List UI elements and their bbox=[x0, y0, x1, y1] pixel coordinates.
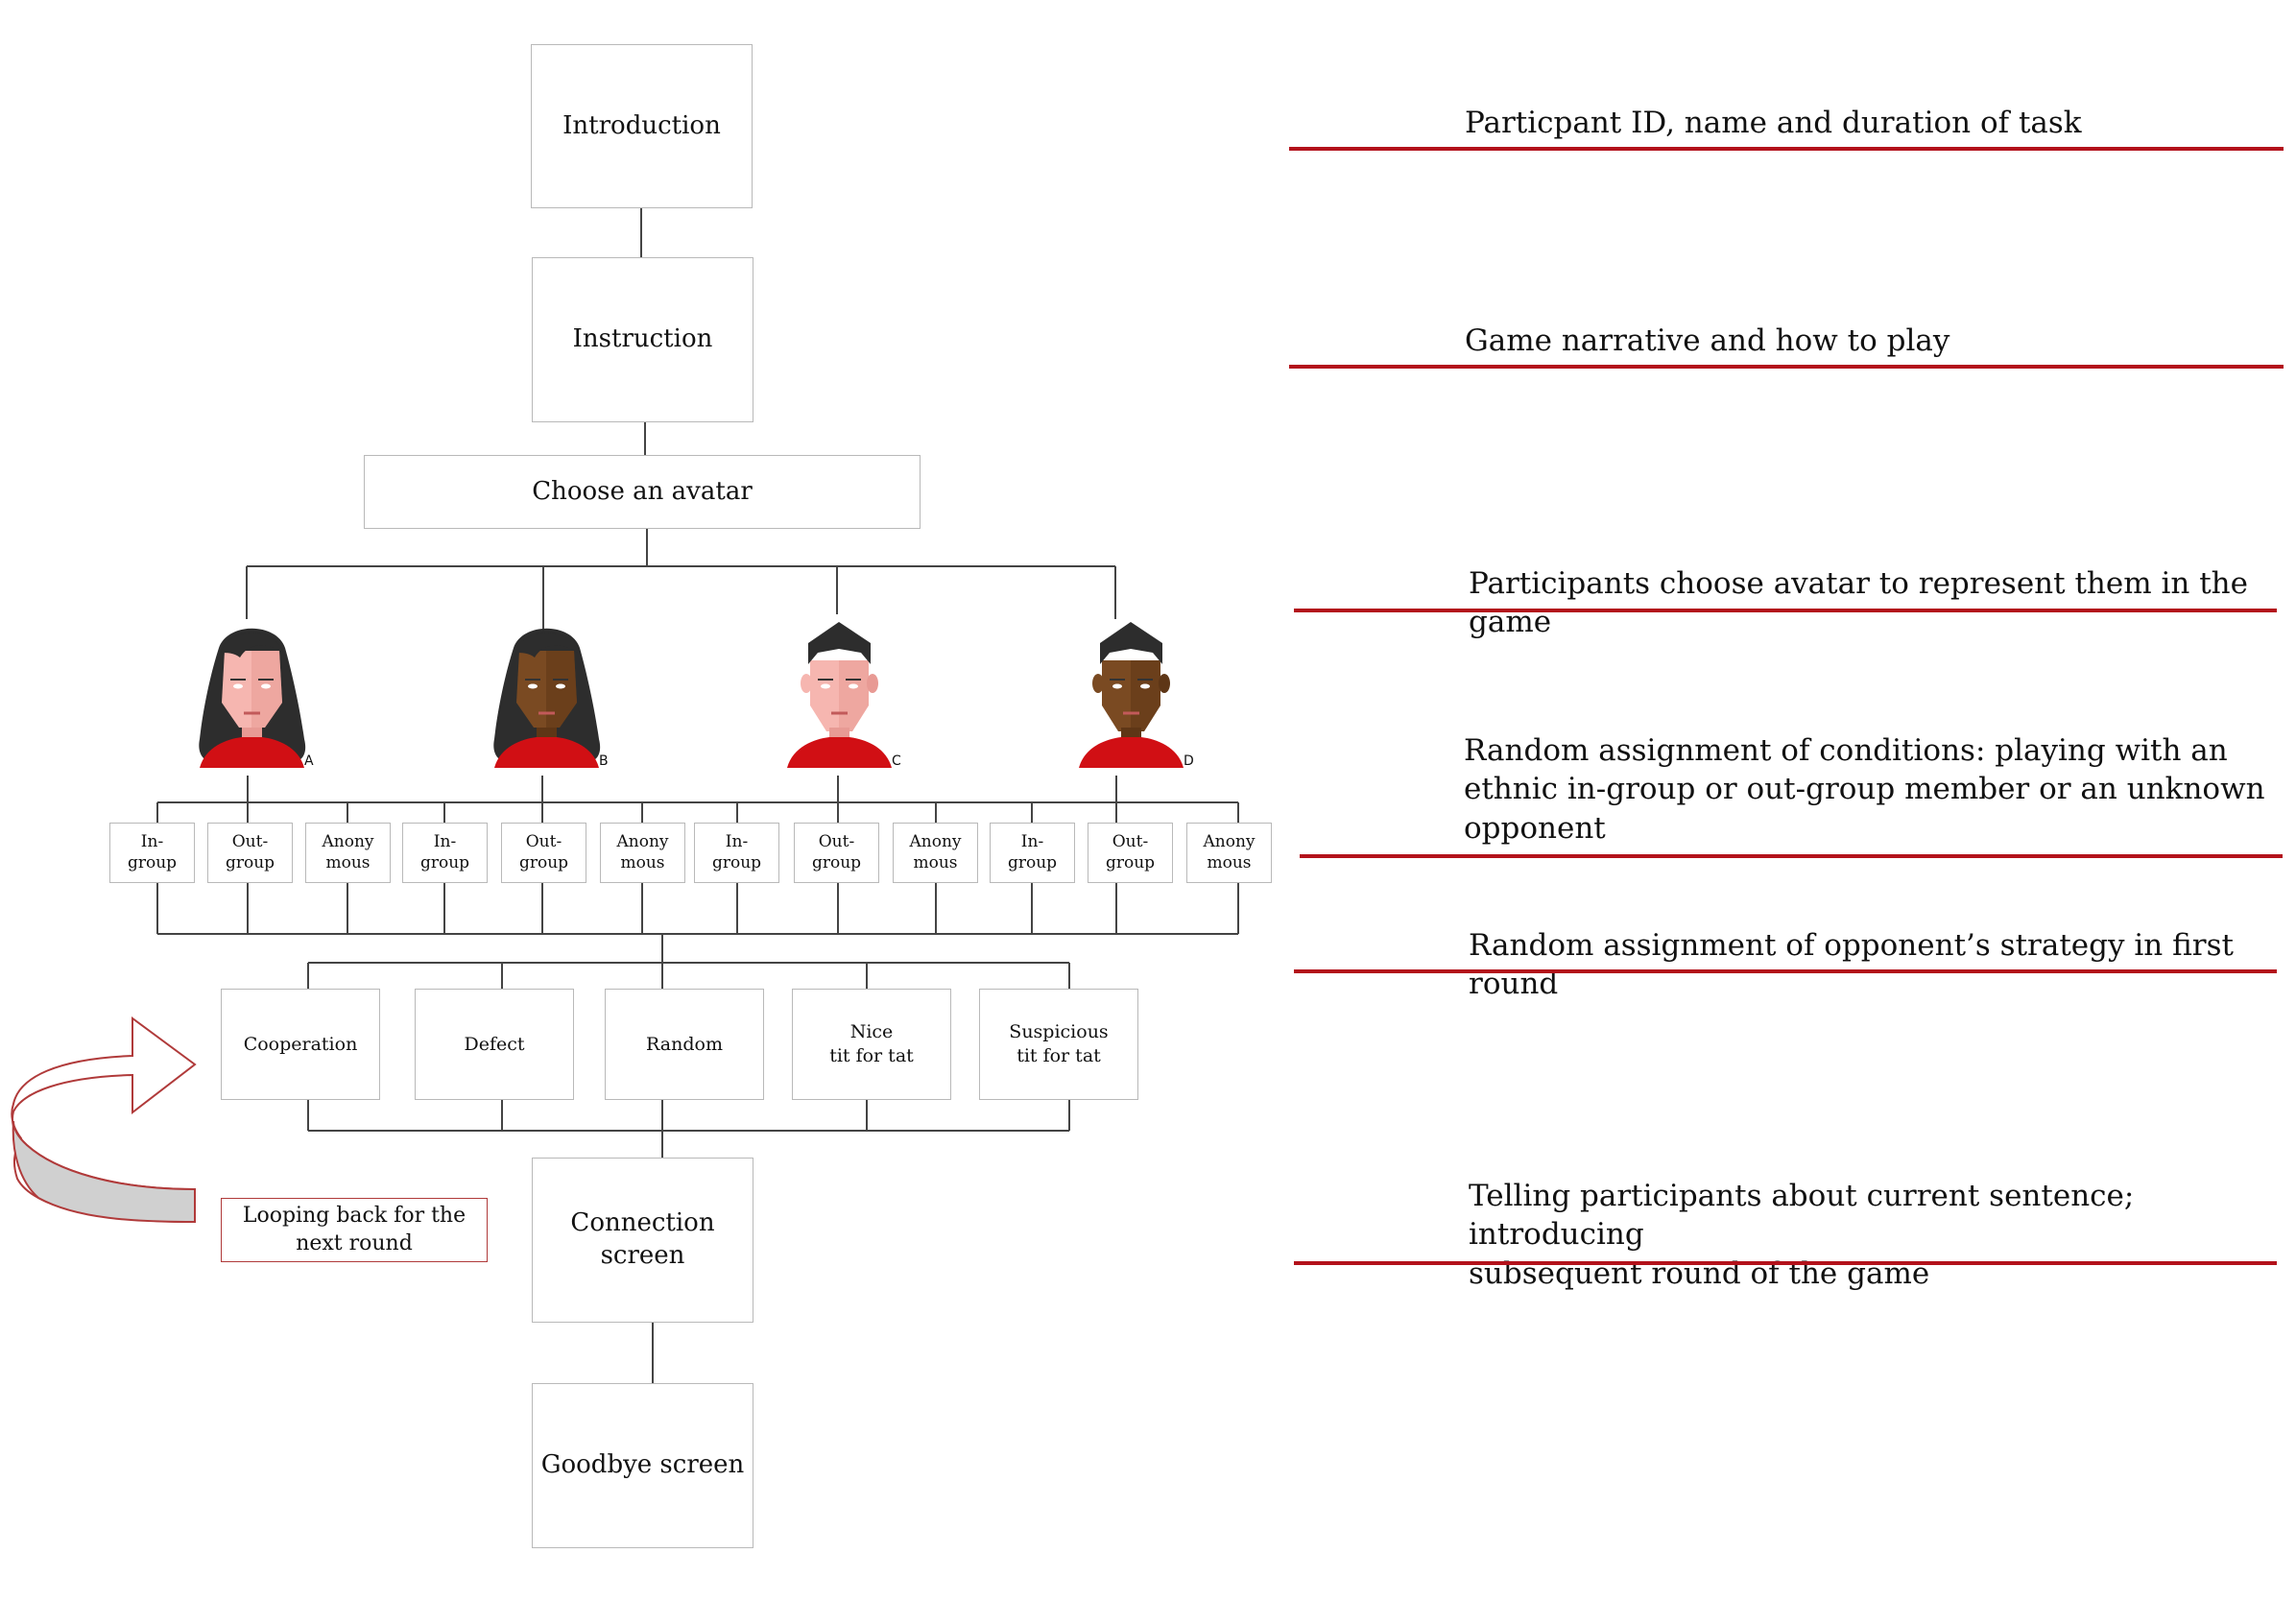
strategy-box: Cooperation bbox=[221, 989, 380, 1100]
avatar-letter: A bbox=[304, 753, 314, 769]
divider-rule bbox=[1300, 854, 2283, 858]
condition-label: Anony mous bbox=[616, 832, 669, 872]
divider-rule bbox=[1289, 365, 2284, 369]
divider-rule bbox=[1294, 609, 2277, 612]
instruction-label: Instruction bbox=[572, 324, 713, 354]
introduction-box: Introduction bbox=[531, 44, 753, 208]
connection-screen-box: Connection screen bbox=[532, 1158, 753, 1323]
choose-avatar-box: Choose an avatar bbox=[364, 455, 921, 529]
condition-label: In- group bbox=[1007, 832, 1058, 872]
condition-box: Anony mous bbox=[600, 823, 685, 883]
strategy-label: Nice tit for tat bbox=[829, 1021, 914, 1066]
divider-rule bbox=[1289, 147, 2284, 151]
condition-box: Out- group bbox=[794, 823, 879, 883]
avatar-letter: B bbox=[599, 753, 609, 769]
condition-box: In- group bbox=[402, 823, 488, 883]
condition-label: Out- group bbox=[1105, 832, 1156, 872]
strategy-box: Defect bbox=[415, 989, 574, 1100]
description-conditions: Random assignment of conditions: playing… bbox=[1464, 733, 2265, 846]
condition-box: Out- group bbox=[1088, 823, 1173, 883]
strategy-label: Random bbox=[646, 1033, 723, 1055]
description-connection: Telling participants about current sente… bbox=[1469, 1179, 2135, 1291]
goodbye-screen-label: Goodbye screen bbox=[540, 1450, 745, 1480]
divider-rule bbox=[1294, 969, 2277, 973]
loop-back-label: Looping back for the next round bbox=[242, 1203, 466, 1255]
strategy-box: Suspicious tit for tat bbox=[979, 989, 1138, 1100]
condition-box: Out- group bbox=[501, 823, 586, 883]
condition-label: In- group bbox=[711, 832, 762, 872]
avatar-c bbox=[779, 614, 899, 777]
avatar-b bbox=[487, 614, 607, 777]
avatar-a bbox=[192, 614, 312, 777]
condition-label: Out- group bbox=[518, 832, 569, 872]
avatar-letter: C bbox=[892, 753, 901, 769]
avatar-d bbox=[1071, 614, 1191, 777]
condition-box: In- group bbox=[990, 823, 1075, 883]
condition-label: Anony mous bbox=[909, 832, 962, 872]
strategy-label: Defect bbox=[464, 1033, 525, 1055]
strategy-box: Random bbox=[605, 989, 764, 1100]
avatar-letter: D bbox=[1184, 753, 1194, 769]
introduction-label: Introduction bbox=[562, 110, 721, 140]
loop-back-box: Looping back for the next round bbox=[221, 1198, 488, 1262]
condition-box: Anony mous bbox=[1186, 823, 1272, 883]
description-strategy: Random assignment of opponent’s strategy… bbox=[1469, 928, 2234, 1002]
loop-back-arrow bbox=[11, 1016, 197, 1224]
condition-box: Anony mous bbox=[305, 823, 391, 883]
goodbye-screen-box: Goodbye screen bbox=[532, 1383, 753, 1548]
description-intro: Particpant ID, name and duration of task bbox=[1465, 106, 2082, 140]
condition-label: Out- group bbox=[811, 832, 862, 872]
divider-rule bbox=[1294, 1261, 2277, 1265]
condition-label: In- group bbox=[419, 832, 470, 872]
condition-box: Anony mous bbox=[893, 823, 978, 883]
condition-box: Out- group bbox=[207, 823, 293, 883]
condition-box: In- group bbox=[109, 823, 195, 883]
description-instruction: Game narrative and how to play bbox=[1465, 323, 1950, 358]
condition-label: Out- group bbox=[225, 832, 275, 872]
condition-label: Anony mous bbox=[322, 832, 374, 872]
description-avatar: Participants choose avatar to represent … bbox=[1469, 566, 2248, 640]
condition-box: In- group bbox=[694, 823, 779, 883]
strategy-label: Cooperation bbox=[243, 1033, 358, 1055]
strategy-box: Nice tit for tat bbox=[792, 989, 951, 1100]
strategy-label: Suspicious tit for tat bbox=[1009, 1021, 1109, 1066]
connection-screen-label: Connection screen bbox=[570, 1208, 715, 1270]
condition-label: In- group bbox=[127, 832, 178, 872]
instruction-box: Instruction bbox=[532, 257, 753, 422]
choose-avatar-label: Choose an avatar bbox=[532, 476, 753, 506]
condition-label: Anony mous bbox=[1203, 832, 1256, 872]
